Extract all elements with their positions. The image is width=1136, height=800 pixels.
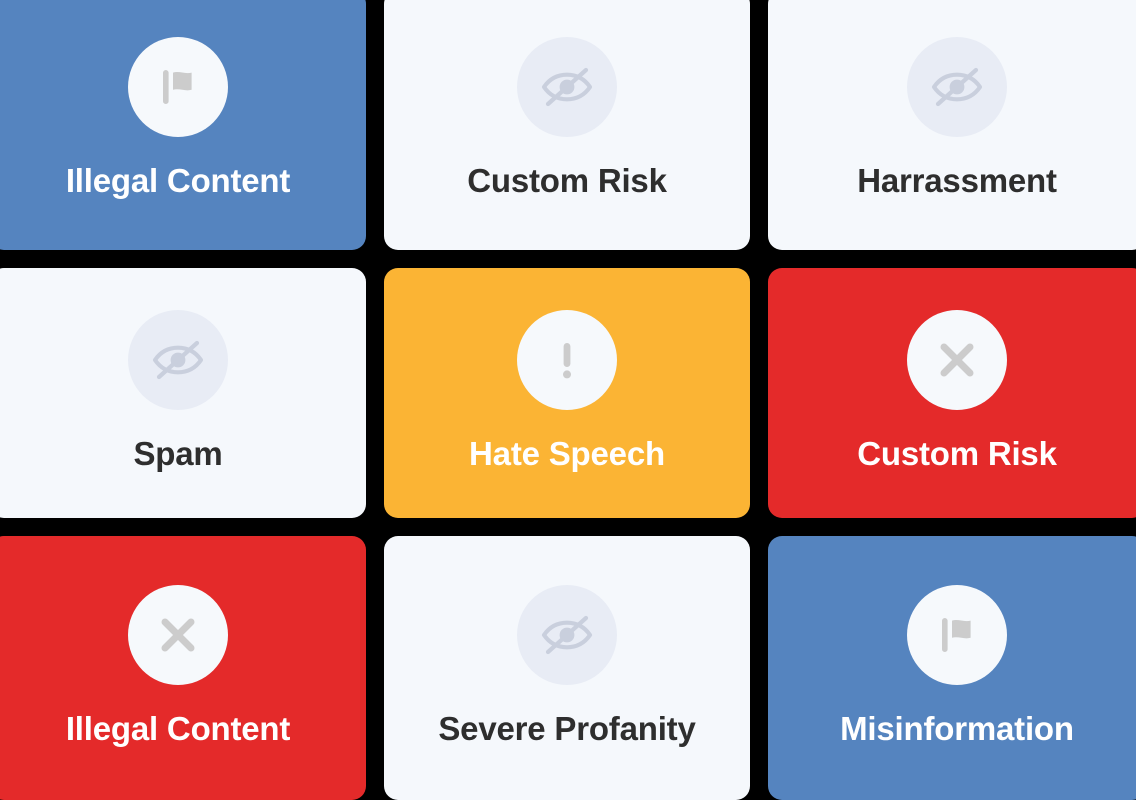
icon-badge: [907, 36, 1007, 137]
icon-badge: [128, 309, 228, 410]
risk-card-spam[interactable]: Spam: [0, 268, 366, 518]
risk-card-custom-risk-mid[interactable]: Custom Risk: [768, 268, 1136, 518]
risk-card-misinformation[interactable]: Misinformation: [768, 536, 1136, 800]
flag-icon: [929, 607, 985, 663]
eye-off-icon: [929, 59, 985, 115]
risk-card-label: Custom Risk: [857, 434, 1057, 472]
risk-card-label: Custom Risk: [467, 161, 667, 199]
risk-card-illegal-content[interactable]: Illegal Content: [0, 0, 366, 250]
risk-card-hate-speech[interactable]: Hate Speech: [384, 268, 750, 518]
icon-badge: [517, 584, 617, 685]
exclamation-icon: [539, 332, 595, 388]
icon-badge: [907, 309, 1007, 410]
icon-badge: [907, 584, 1007, 685]
risk-card-harrassment[interactable]: Harrassment: [768, 0, 1136, 250]
icon-badge: [517, 309, 617, 410]
icon-badge: [128, 584, 228, 685]
risk-card-label: Harrassment: [857, 161, 1057, 199]
risk-card-label: Severe Profanity: [438, 709, 696, 747]
risk-card-illegal-content-bottom[interactable]: Illegal Content: [0, 536, 366, 800]
risk-card-label: Spam: [133, 434, 223, 472]
risk-card-label: Illegal Content: [65, 709, 291, 747]
risk-card-label: Illegal Content: [65, 161, 291, 199]
close-x-icon: [929, 332, 985, 388]
risk-card-label: Hate Speech: [469, 434, 665, 472]
icon-badge: [517, 36, 617, 137]
eye-off-icon: [539, 607, 595, 663]
eye-off-icon: [539, 59, 595, 115]
risk-card-severe-profanity[interactable]: Severe Profanity: [384, 536, 750, 800]
close-x-icon: [150, 607, 206, 663]
icon-badge: [128, 36, 228, 137]
flag-icon: [150, 59, 206, 115]
risk-card-custom-risk-top[interactable]: Custom Risk: [384, 0, 750, 250]
eye-off-icon: [150, 332, 206, 388]
risk-card-label: Misinformation: [840, 709, 1074, 747]
